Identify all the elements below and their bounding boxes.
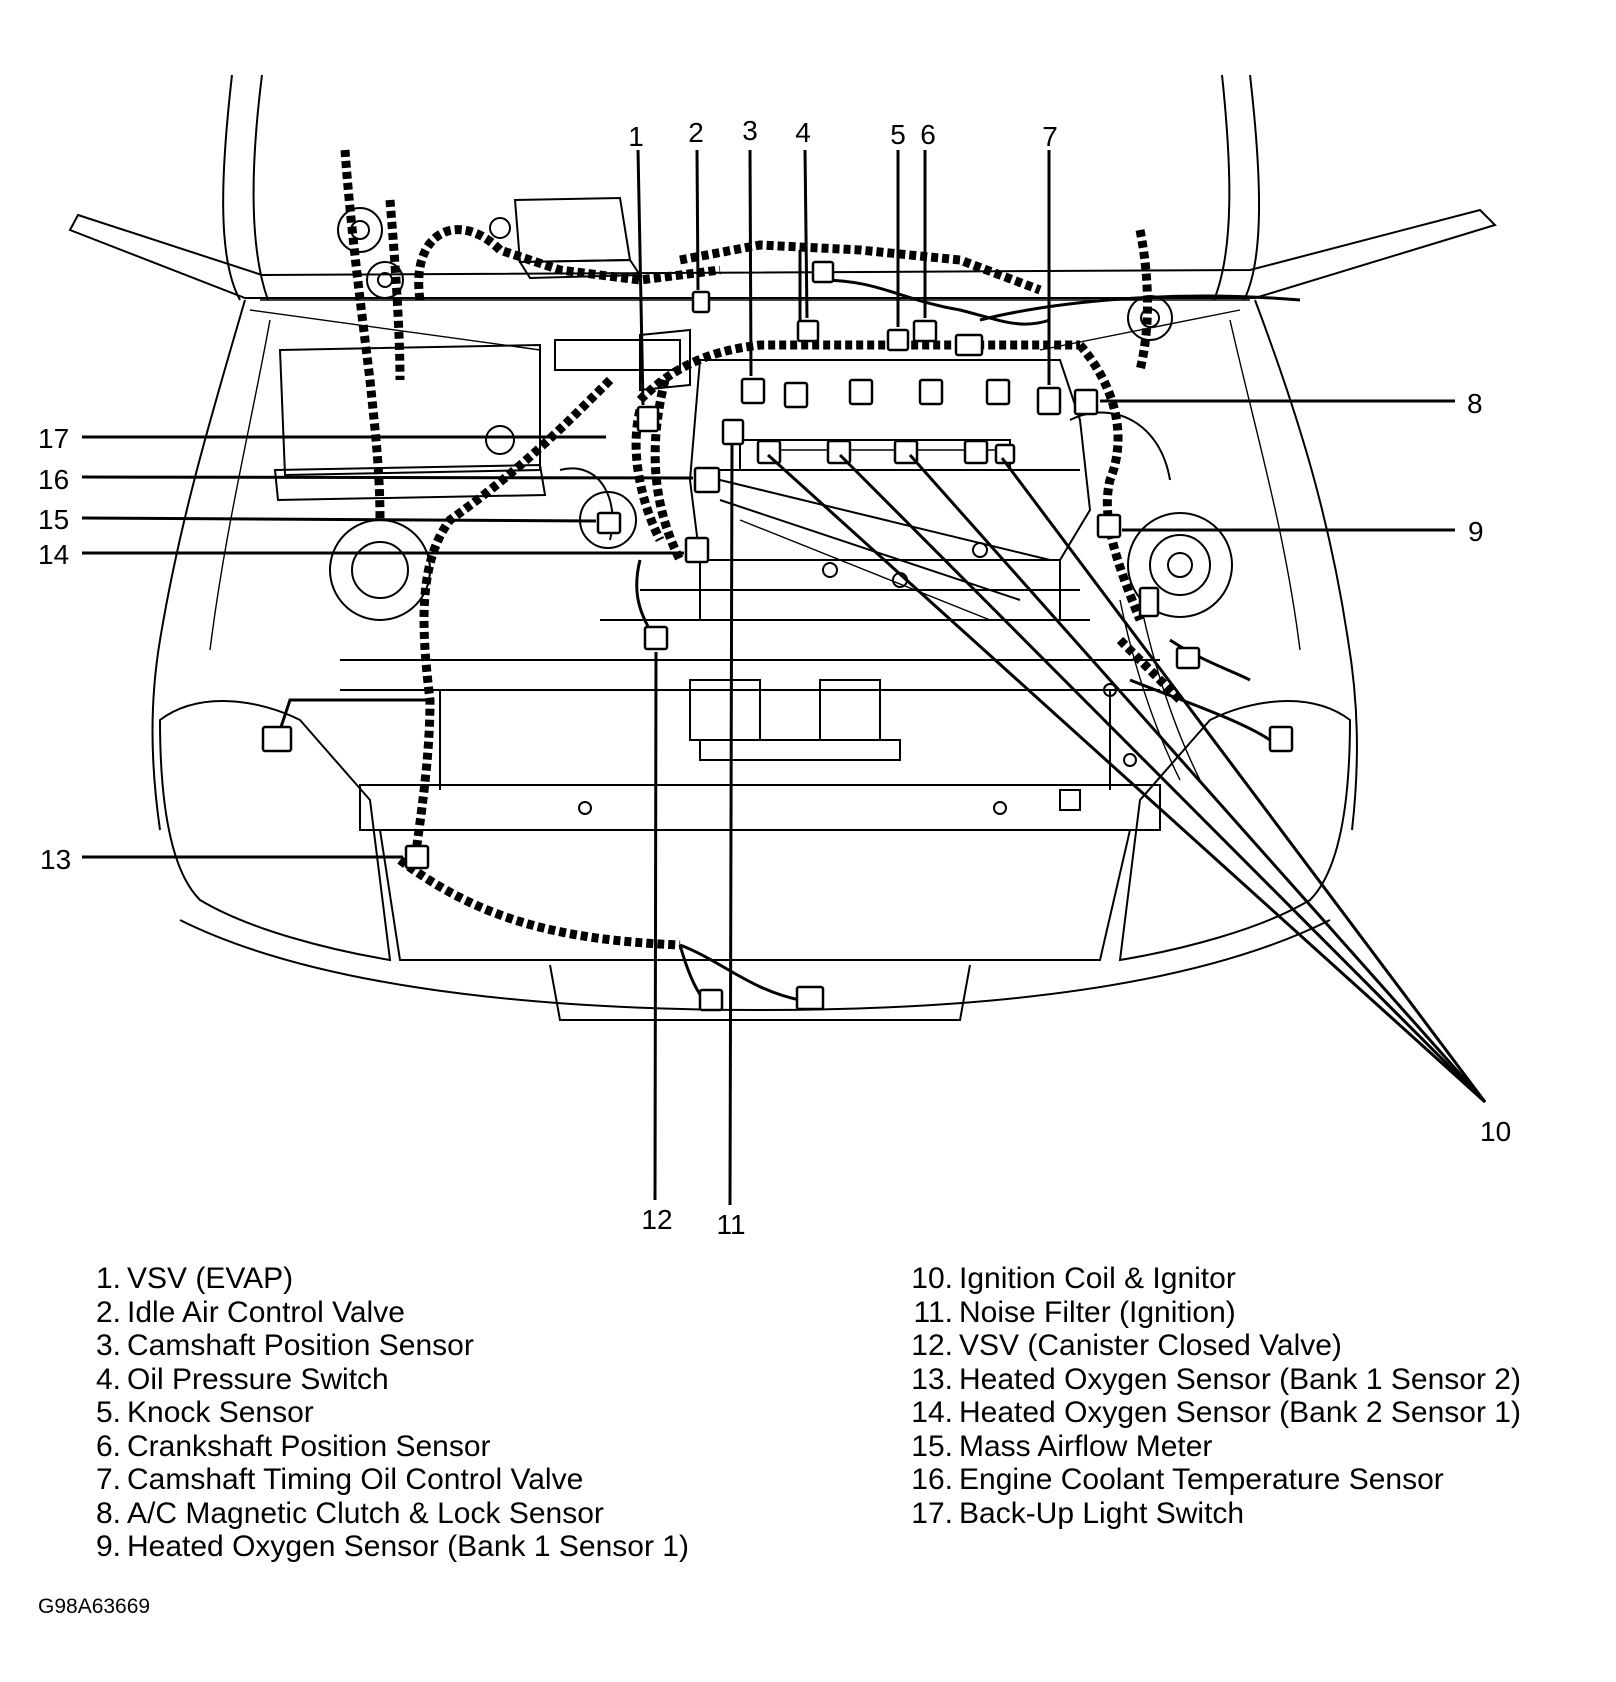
callout-17: 17 xyxy=(38,423,69,454)
callout-1: 1 xyxy=(628,121,644,152)
leader-15 xyxy=(81,516,597,523)
leader-11 xyxy=(728,444,734,1206)
leader-10b xyxy=(838,453,1487,1104)
leader-10d xyxy=(1000,457,1487,1103)
legend-item-11: 11.Noise Filter (Ignition) xyxy=(913,1295,1236,1329)
callout-11: 11 xyxy=(716,1209,745,1240)
legend-item-14: 14.Heated Oxygen Sensor (Bank 2 Sensor 1… xyxy=(911,1396,1521,1429)
legend-item-9: 9.Heated Oxygen Sensor (Bank 1 Sensor 1) xyxy=(95,1530,689,1563)
legend-item-15: 15.Mass Airflow Meter xyxy=(911,1429,1213,1463)
callout-12: 12 xyxy=(641,1204,672,1235)
callout-8: 8 xyxy=(1467,388,1483,419)
legend-right-column: 10.Ignition Coil & Ignitor 11.Noise Filt… xyxy=(903,1262,1521,1530)
leader-12 xyxy=(653,651,658,1201)
callout-15: 15 xyxy=(38,504,69,535)
legend-item-3: 3.Camshaft Position Sensor xyxy=(95,1329,474,1362)
callout-14: 14 xyxy=(38,539,69,570)
legend-left-column: 1.VSV (EVAP) 2.Idle Air Control Valve 3.… xyxy=(85,1262,689,1564)
legend-item-5: 5.Knock Sensor xyxy=(95,1396,314,1429)
callout-6: 6 xyxy=(920,119,936,150)
figure-id: G98A63669 xyxy=(38,1595,151,1618)
leader-1 xyxy=(636,149,645,406)
wiring-harness xyxy=(340,149,1184,950)
legend-item-6: 6.Crankshaft Position Sensor xyxy=(95,1429,491,1463)
leader-lines xyxy=(81,149,1487,1206)
leader-16 xyxy=(81,475,694,480)
callout-2: 2 xyxy=(688,117,704,148)
callout-13: 13 xyxy=(40,844,71,875)
legend-item-12: 12.VSV (Canister Closed Valve) xyxy=(911,1329,1342,1362)
legend-item-8: 8.A/C Magnetic Clutch & Lock Sensor xyxy=(95,1496,604,1530)
legend-item-4: 4.Oil Pressure Switch xyxy=(95,1362,389,1396)
vehicle-body-outline xyxy=(68,74,1497,1021)
callout-5: 5 xyxy=(890,119,906,150)
callout-9: 9 xyxy=(1468,516,1484,547)
leader-10c xyxy=(908,454,1487,1103)
legend-item-2: 2.Idle Air Control Valve xyxy=(95,1295,405,1329)
callout-numbers: 1 2 3 4 5 6 7 8 9 10 11 12 13 14 15 16 1… xyxy=(38,115,1511,1240)
legend-item-13: 13.Heated Oxygen Sensor (Bank 1 Sensor 2… xyxy=(911,1362,1521,1396)
legend-item-1: 1.VSV (EVAP) xyxy=(95,1262,294,1295)
leader-10a xyxy=(766,453,1487,1104)
callout-10: 10 xyxy=(1480,1116,1511,1147)
engine-compartment-diagram: 1 2 3 4 5 6 7 8 9 10 11 12 13 14 15 16 1… xyxy=(38,74,1511,1240)
leader-2 xyxy=(695,149,700,291)
callout-4: 4 xyxy=(795,117,811,148)
legend-item-16: 16.Engine Coolant Temperature Sensor xyxy=(911,1463,1444,1496)
callout-3: 3 xyxy=(742,115,758,146)
callout-16: 16 xyxy=(38,464,69,495)
legend-item-10: 10.Ignition Coil & Ignitor xyxy=(911,1262,1236,1295)
leader-4 xyxy=(803,149,809,319)
connectors xyxy=(261,260,1294,1012)
battery-and-relay-box xyxy=(273,196,1173,502)
leader-3 xyxy=(748,149,753,377)
legend-item-7: 7.Camshaft Timing Oil Control Valve xyxy=(95,1463,584,1496)
callout-7: 7 xyxy=(1042,121,1058,152)
legend-item-17: 17.Back-Up Light Switch xyxy=(911,1496,1245,1530)
